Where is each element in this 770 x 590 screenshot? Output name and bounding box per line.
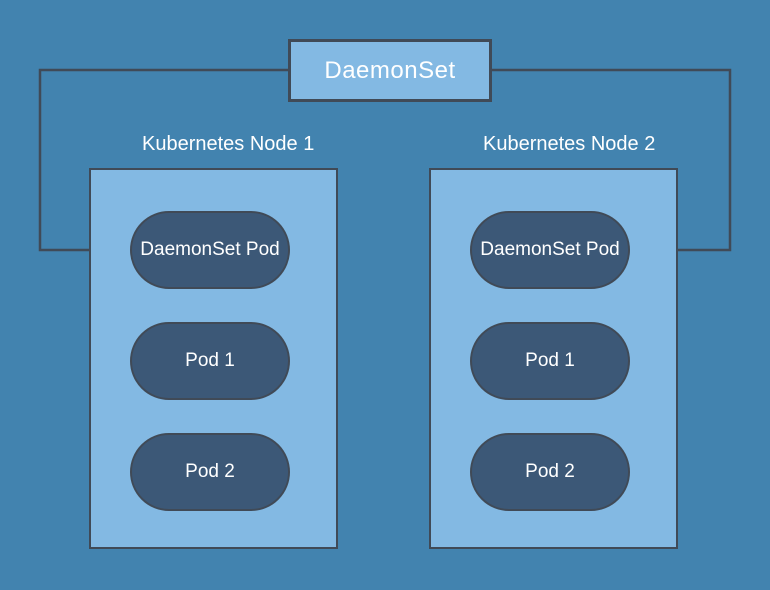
pod-label: DaemonSet Pod	[140, 239, 280, 260]
node2-pod-2: Pod 2	[470, 433, 630, 511]
pod-label: Pod 1	[525, 350, 575, 371]
node2-pod-1: Pod 1	[470, 322, 630, 400]
node2-daemonset-pod: DaemonSet Pod	[470, 211, 630, 289]
node1-pod-2: Pod 2	[130, 433, 290, 511]
node2-box: DaemonSet Pod Pod 1 Pod 2	[429, 168, 678, 549]
node1-daemonset-pod: DaemonSet Pod	[130, 211, 290, 289]
pod-label: DaemonSet Pod	[480, 239, 620, 260]
node2-title: Kubernetes Node 2	[483, 133, 656, 155]
daemonset-label: DaemonSet	[324, 56, 456, 84]
pod-label: Pod 2	[525, 461, 575, 482]
node1-title: Kubernetes Node 1	[142, 133, 315, 155]
daemonset-box: DaemonSet	[288, 39, 492, 102]
node1-pod-1: Pod 1	[130, 322, 290, 400]
pod-label: Pod 1	[185, 350, 235, 371]
pod-label: Pod 2	[185, 461, 235, 482]
node1-box: DaemonSet Pod Pod 1 Pod 2	[89, 168, 338, 549]
